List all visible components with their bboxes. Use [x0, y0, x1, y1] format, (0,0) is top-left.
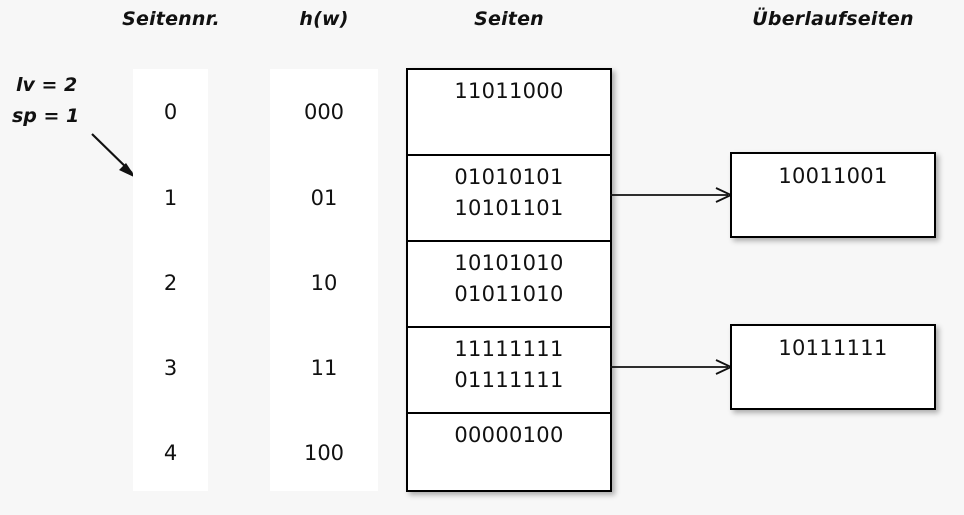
- seitennr-cell: 1: [163, 186, 178, 210]
- column-header-seitennr: Seitennr.: [122, 8, 220, 30]
- bucket-entry: 00000100: [454, 423, 564, 447]
- hash-cell: 11: [310, 356, 338, 380]
- overflow-arrow-icon: [610, 187, 734, 203]
- hash-column: 000 01 10 11 100: [270, 69, 378, 491]
- seitennr-cell: 3: [163, 356, 178, 380]
- seitennr-cell: 2: [163, 271, 178, 295]
- bucket-entry: 01011010: [454, 282, 564, 306]
- hash-cell: 100: [303, 441, 345, 465]
- seiten-bucket-table: 11011000 01010101 10101101 10101010 0101…: [406, 68, 612, 492]
- seitennr-column: 0 1 2 3 4: [133, 69, 208, 491]
- overflow-entry: 10111111: [778, 336, 888, 360]
- seiten-bucket: 11011000: [408, 70, 610, 156]
- column-header-seiten: Seiten: [474, 8, 544, 30]
- bucket-entry: 01010101: [454, 165, 564, 189]
- overflow-arrow-icon: [610, 359, 734, 375]
- hash-cell: 01: [310, 186, 338, 210]
- seiten-bucket: 10101010 01011010: [408, 240, 610, 326]
- seitennr-cell: 0: [163, 100, 178, 124]
- seitennr-cell: 4: [163, 441, 178, 465]
- bucket-entry: 10101101: [454, 196, 564, 220]
- hash-cell: 10: [310, 271, 338, 295]
- overflow-page-box: 10111111: [730, 324, 936, 410]
- column-header-hash: h(w): [299, 8, 349, 30]
- bucket-entry: 11111111: [454, 337, 564, 361]
- diagonal-arrow-icon: [91, 133, 136, 178]
- bucket-entry: 10101010: [454, 251, 564, 275]
- legend-lv-value: lv = 2: [16, 74, 78, 96]
- overflow-page-box: 10011001: [730, 152, 936, 238]
- seiten-bucket: 00000100: [408, 412, 610, 490]
- seiten-bucket: 11111111 01111111: [408, 326, 610, 412]
- overflow-entry: 10011001: [778, 164, 888, 188]
- bucket-entry: 01111111: [454, 368, 564, 392]
- legend-sp-value: sp = 1: [12, 105, 80, 127]
- seiten-bucket: 01010101 10101101: [408, 154, 610, 240]
- column-header-ueberlaufseiten: Überlaufseiten: [752, 8, 914, 30]
- hash-cell: 000: [303, 100, 345, 124]
- bucket-entry: 11011000: [454, 79, 564, 103]
